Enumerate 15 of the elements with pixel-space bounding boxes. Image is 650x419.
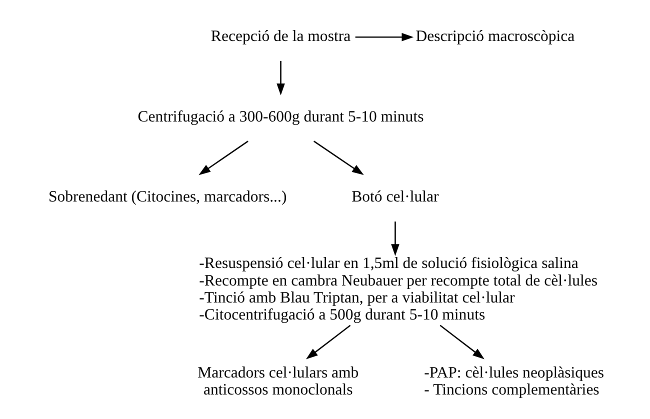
node-text: Recepció de la mostra [210,28,350,46]
node-text: -Resuspensió cel·lular en 1,5ml de solució fisiològica salina -Recompte en cambra Neubauer per recompte total de cèl·lules -Tinció amb Blau Triptan, per a viabilitat cel·lular -Citocentrifugació a 500g durant 5-10 minuts [198,255,598,324]
arrow [306,324,350,360]
arrow [313,140,364,176]
arrow [390,222,399,256]
node-text: Botó cel·lular [351,188,438,206]
node-text: Descripció macroscòpica [415,28,574,46]
node-text: Sobrenedant (Citocines, marcadors...) [48,188,286,206]
node-text: Marcadors cel·lulars amb anticossos monoclonals [197,364,358,398]
node-text: -PAP: cèl·lules neoplàsiques - Tincions complementàries [424,364,604,398]
node-text: Centrifugació a 300-600g durant 5-10 minuts [137,108,424,126]
arrow [439,324,484,360]
arrow [354,33,414,42]
arrow [276,60,284,96]
arrow [198,140,248,176]
